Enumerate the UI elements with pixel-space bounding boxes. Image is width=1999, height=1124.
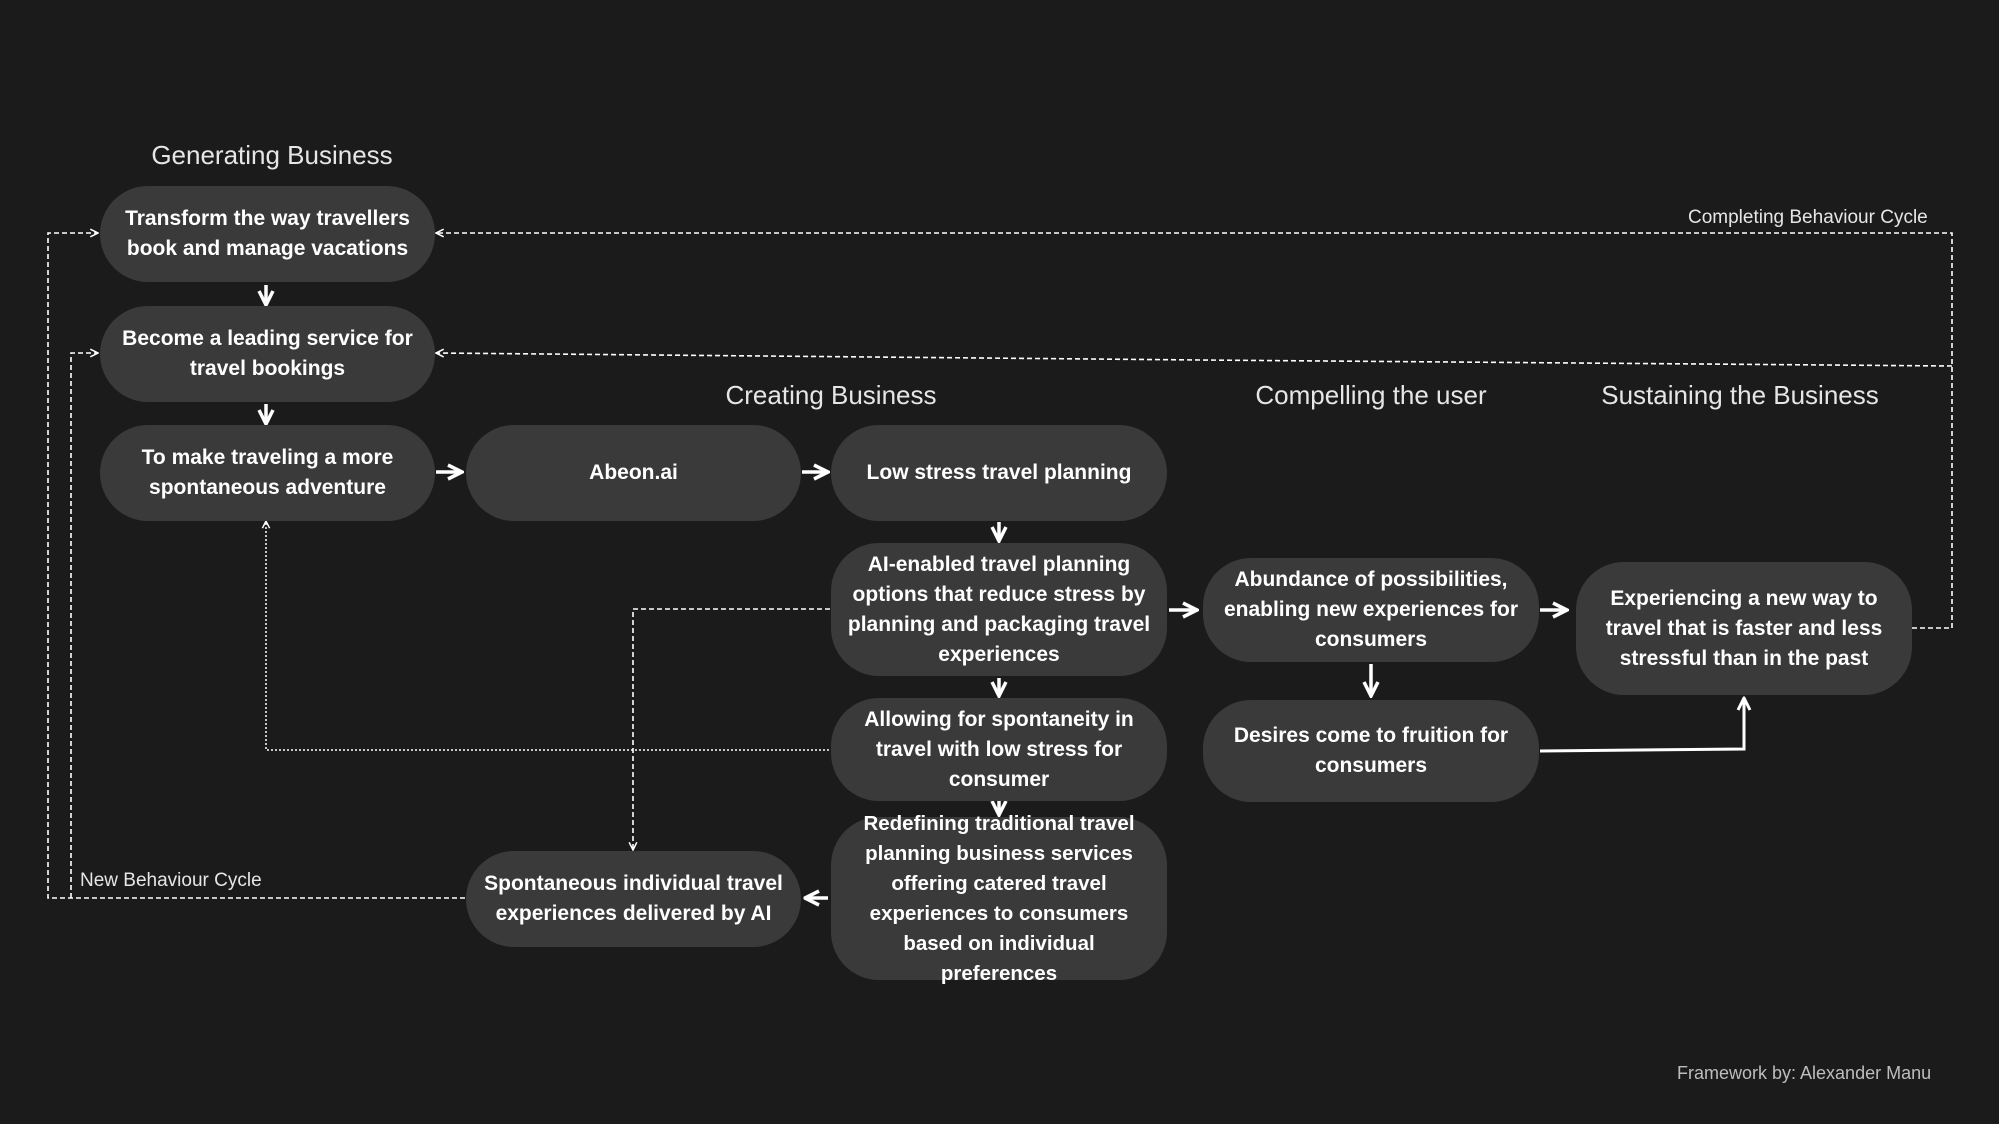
node-abeon: Abeon.ai	[466, 425, 801, 521]
node-abundance: Abundance of possibilities, enabling new…	[1203, 558, 1539, 662]
dotted-allowing-to-adventure	[266, 521, 829, 751]
node-redefining: Redefining traditional travel planning b…	[831, 812, 1167, 985]
arrow-desires-to-experiencing	[1539, 698, 1744, 753]
node-spontaneous-adventure: To make traveling a more spontaneous adv…	[100, 425, 435, 521]
node-experiencing: Experiencing a new way to travel that is…	[1576, 562, 1912, 695]
node-spontaneous-delivered: Spontaneous individual travel experience…	[466, 851, 801, 947]
label-new-behaviour-cycle: New Behaviour Cycle	[80, 870, 262, 891]
heading-creating-business: Creating Business	[725, 380, 937, 410]
heading-generating-business: Generating Business	[151, 140, 393, 170]
node-allowing-spontaneity: Allowing for spontaneity in travel with …	[831, 698, 1167, 801]
credit-text: Framework by: Alexander Manu	[1677, 1063, 1932, 1083]
dashed-new-cycle-to-transform	[47, 233, 465, 899]
node-ai-enabled: AI-enabled travel planning options that …	[831, 543, 1167, 676]
dashed-completing-cycle-to-leading	[436, 353, 1953, 367]
dashed-completing-cycle-to-transform	[436, 233, 1953, 629]
node-low-stress: Low stress travel planning	[831, 425, 1167, 521]
label-completing-behaviour-cycle: Completing Behaviour Cycle	[1688, 207, 1928, 228]
dashed-new-cycle-to-leading	[70, 353, 98, 898]
node-transform: Transform the way travellers book and ma…	[100, 186, 435, 282]
node-desires: Desires come to fruition for consumers	[1203, 700, 1539, 802]
node-leading: Become a leading service for travel book…	[100, 306, 435, 402]
heading-sustaining-business: Sustaining the Business	[1601, 380, 1879, 410]
dashed-aienabled-to-delivered	[633, 608, 830, 850]
heading-compelling-user: Compelling the user	[1255, 380, 1487, 410]
